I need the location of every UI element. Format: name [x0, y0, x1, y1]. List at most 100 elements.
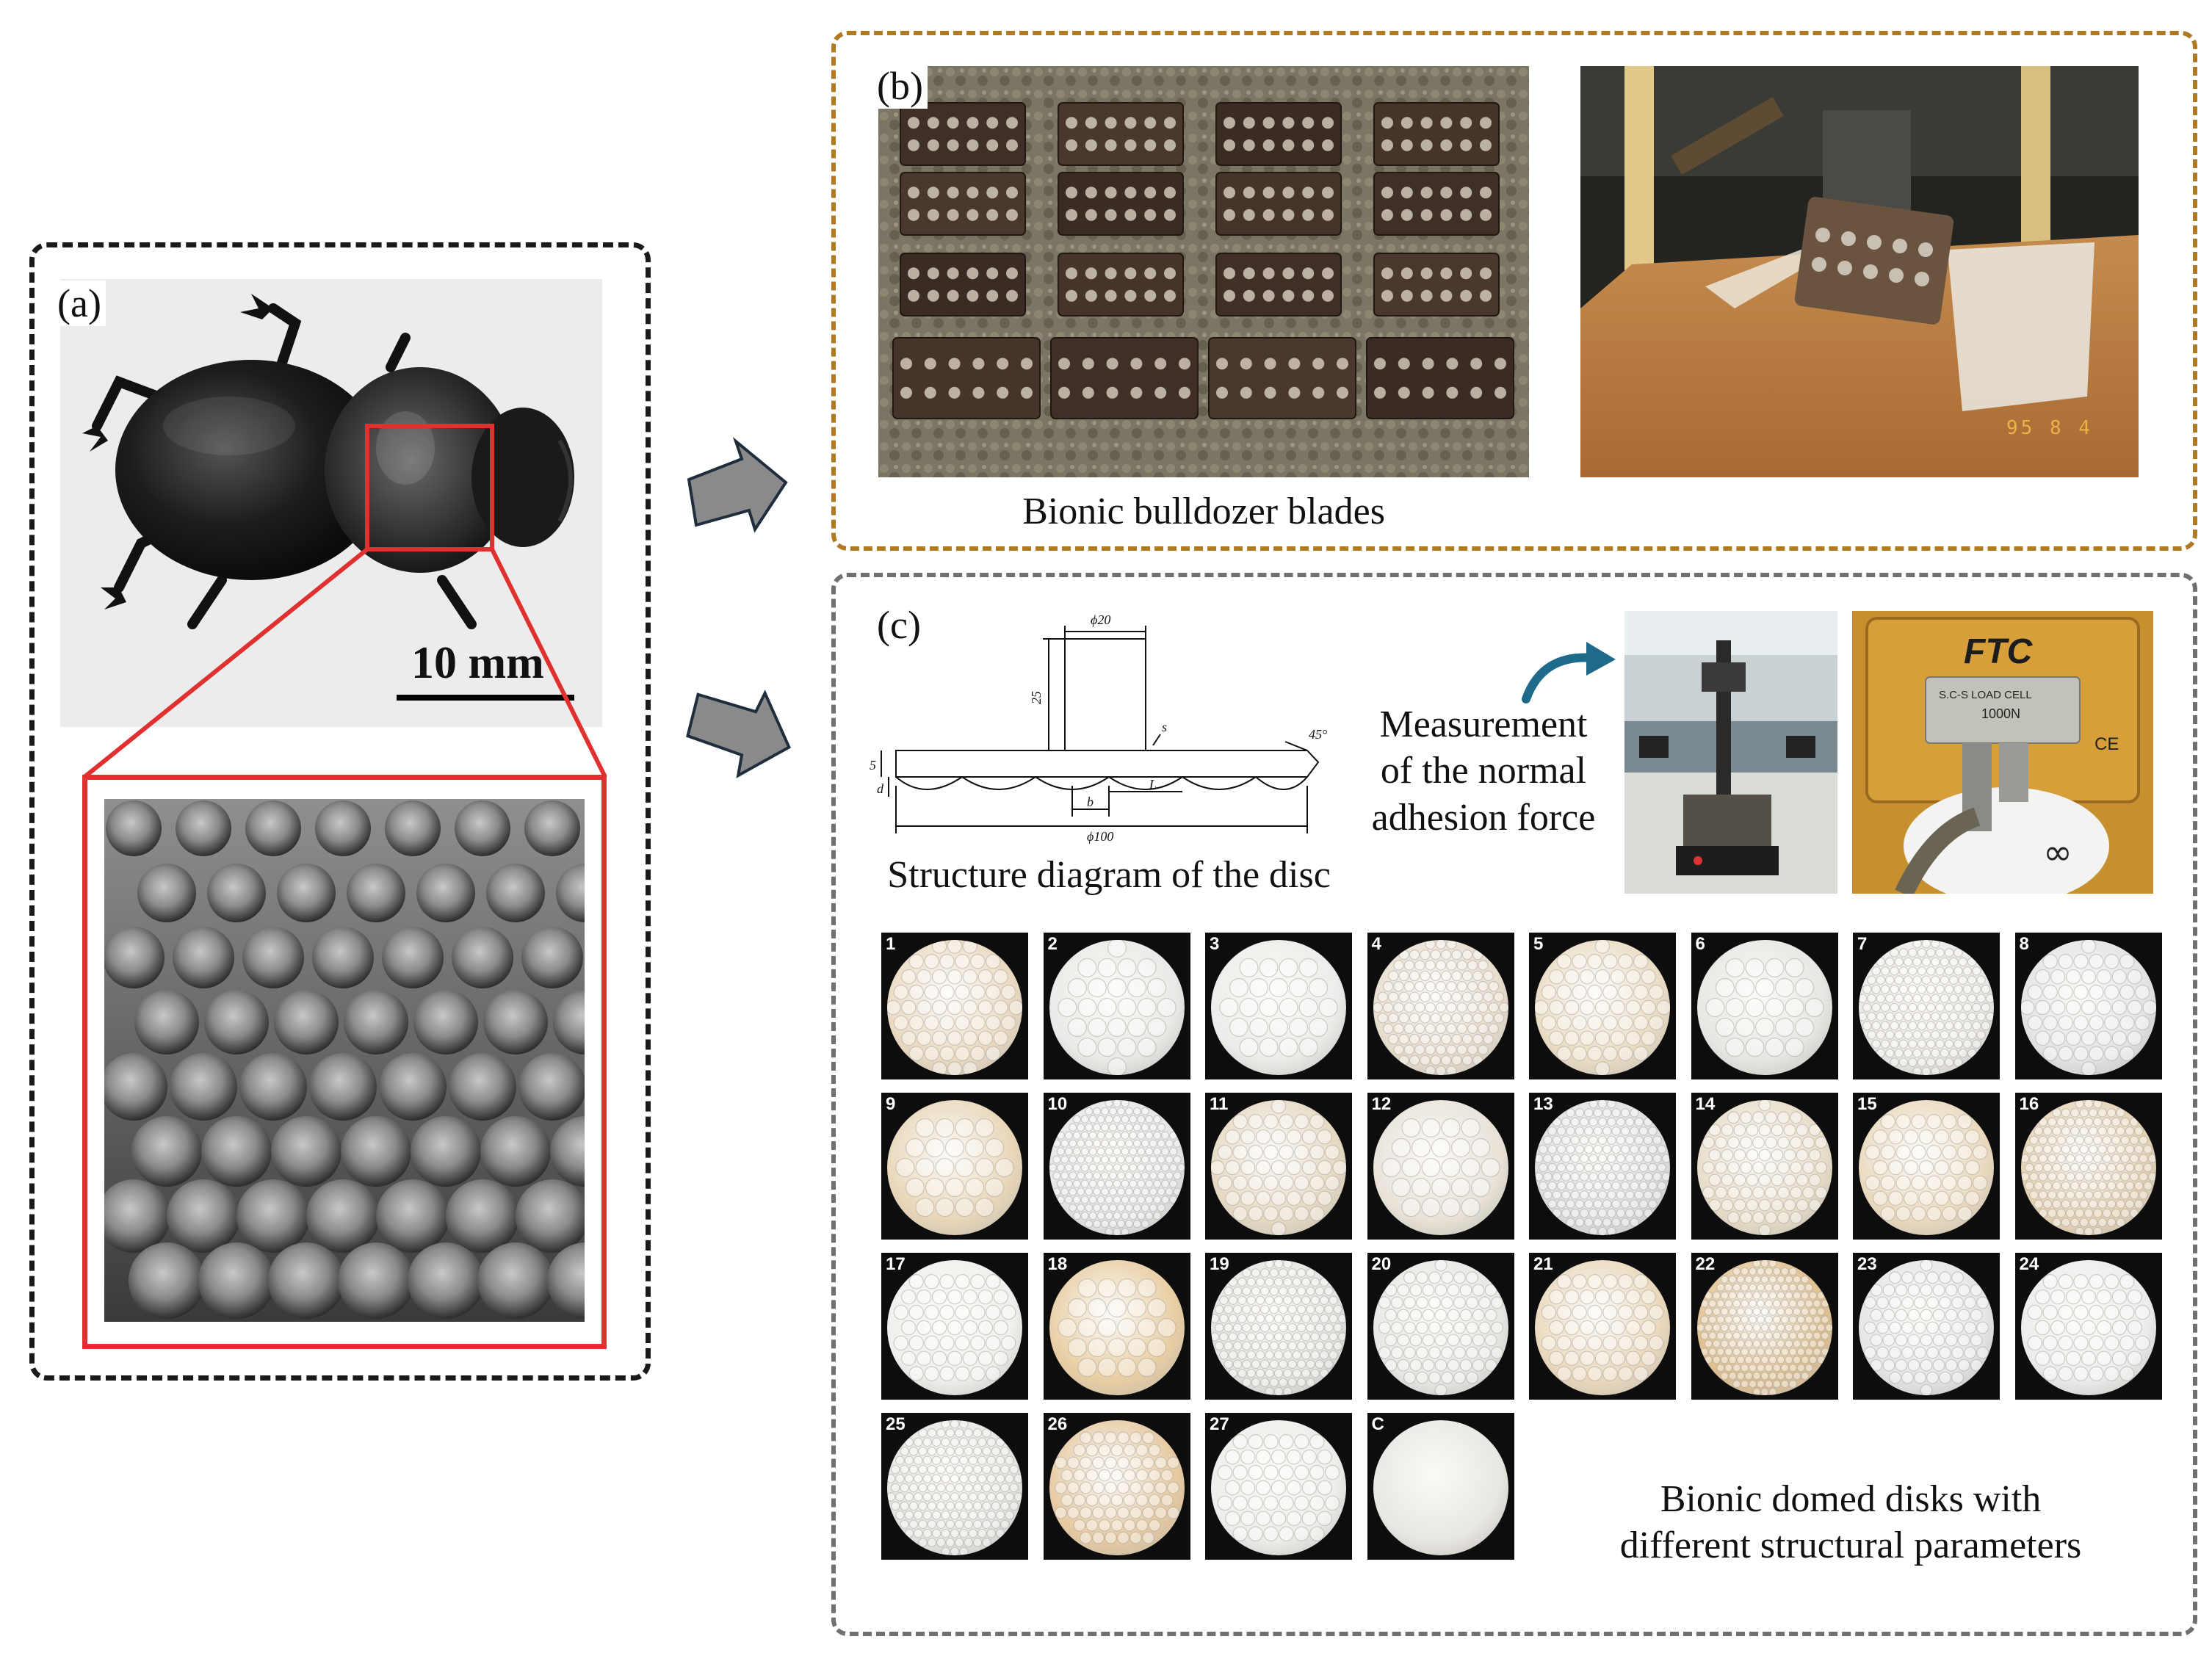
sem-bump	[446, 1179, 519, 1253]
disk-dome	[1859, 994, 1868, 1003]
disk-dome	[2111, 1154, 2121, 1163]
disk-dome	[1080, 1212, 1089, 1220]
blade-dome	[986, 117, 999, 129]
disk-dome	[1976, 1296, 1989, 1309]
disk-dome	[1286, 1480, 1302, 1496]
disk-dome	[1124, 1139, 1133, 1148]
disk-dome	[2065, 1208, 2075, 1218]
disk-dome	[918, 1446, 928, 1456]
disk-dome	[1096, 1038, 1117, 1057]
disk-dome	[1072, 1147, 1081, 1156]
disk-dome	[1324, 1495, 1340, 1511]
disk-dome	[916, 1350, 932, 1367]
disk-dome	[1740, 1283, 1749, 1292]
disk-dome	[2042, 1199, 2052, 1209]
disk-dome	[1240, 1449, 1256, 1465]
disk-dome	[1890, 966, 1899, 976]
disk-dome	[1607, 1117, 1616, 1127]
sem-bump	[106, 800, 162, 856]
disk-dome	[1087, 1018, 1107, 1038]
disk-dome	[1224, 1359, 1233, 1370]
disk-dome	[890, 1464, 900, 1475]
disk-dome	[1324, 1304, 1334, 1314]
disk-dome	[1610, 999, 1626, 1016]
disk-dome	[1951, 1321, 1965, 1334]
disk-dome	[1251, 1304, 1261, 1314]
blade-dome	[1066, 289, 1077, 302]
disk-dome	[1796, 1173, 1809, 1187]
disk-dome	[1411, 1137, 1431, 1157]
disk-dome	[1564, 1030, 1580, 1046]
disk-dome	[1728, 1275, 1737, 1284]
disk-dome	[1945, 1359, 1958, 1372]
disk-dome	[1752, 1275, 1761, 1284]
disk-dome	[1430, 1033, 1441, 1045]
disk-dome	[950, 1420, 960, 1429]
disk-dome	[1124, 1204, 1133, 1212]
disk-dome	[1431, 1137, 1450, 1157]
disk-dome	[1096, 1195, 1105, 1204]
disk-dome	[1434, 1359, 1447, 1372]
disk-dome	[1000, 1015, 1016, 1031]
disk-dome	[1648, 1199, 1658, 1209]
disk-dome	[1255, 1332, 1265, 1342]
dim-b: b	[1087, 795, 1094, 809]
disk-dome	[1414, 1002, 1425, 1013]
disk-dome	[991, 1464, 1001, 1475]
disk-dome	[1572, 1015, 1587, 1031]
disk-dome	[1478, 1346, 1491, 1359]
disk-number: 23	[1857, 1254, 1877, 1274]
disk-dome	[1296, 1378, 1306, 1387]
disk-dome	[1884, 1030, 1895, 1040]
disk-dome	[1435, 1044, 1446, 1055]
disk-dome	[1736, 1307, 1745, 1316]
disk-dome	[2088, 1335, 2104, 1351]
blade-dome	[1302, 117, 1315, 129]
disk-dome	[1472, 1359, 1485, 1372]
disk-dome	[1594, 940, 1611, 954]
sem-bump	[315, 800, 371, 856]
disk-dome	[1890, 1021, 1899, 1031]
disk-dome	[2038, 1135, 2047, 1146]
disk-dome	[1477, 981, 1489, 992]
disk-dome	[1392, 1002, 1404, 1013]
disk-dome	[2070, 1108, 2080, 1118]
disk-dome	[1962, 984, 1973, 994]
disk-dome	[1079, 1481, 1092, 1494]
disk-dome	[1255, 1480, 1271, 1496]
disk-dome	[955, 1274, 970, 1289]
disk-dome	[1764, 1364, 1773, 1372]
disk-dome	[1265, 1314, 1274, 1323]
sem-bump	[486, 864, 545, 922]
disk-dome	[962, 1289, 978, 1305]
disk-dome	[904, 1510, 914, 1520]
disk-dome	[1912, 1066, 1922, 1075]
disk-dome	[1736, 1339, 1745, 1348]
disk-dome	[1409, 1055, 1420, 1066]
disk-dome	[1867, 994, 1876, 1003]
disk-dome	[1391, 1178, 1411, 1198]
disk-dome	[1064, 1147, 1073, 1156]
disk-dome	[1430, 949, 1441, 961]
disk-dome	[1882, 1359, 1895, 1372]
disk-dome	[1085, 1519, 1098, 1532]
disk-dome	[1880, 1206, 1895, 1221]
disk-dome	[1298, 997, 1318, 1018]
disk-dome	[986, 1437, 997, 1447]
disk-dome	[2134, 1304, 2150, 1320]
disk-dome	[2111, 999, 2127, 1016]
disk-dome	[1100, 1220, 1109, 1229]
disk-sample: 24	[2014, 1253, 2162, 1400]
disk-dome	[1584, 1162, 1594, 1173]
disk-dome	[1085, 1494, 1098, 1507]
disk-dome	[1124, 1107, 1133, 1115]
disk-dome	[1390, 1296, 1403, 1309]
disk-dome	[986, 1528, 997, 1538]
blade-dome	[966, 187, 979, 199]
disk-dome	[1566, 1162, 1575, 1173]
blade-dome	[927, 117, 939, 129]
disk-dome	[901, 1289, 917, 1305]
svg-text:∞: ∞	[2043, 832, 2072, 873]
disk-dome	[986, 1492, 997, 1502]
disk-dome	[1942, 1114, 1957, 1129]
